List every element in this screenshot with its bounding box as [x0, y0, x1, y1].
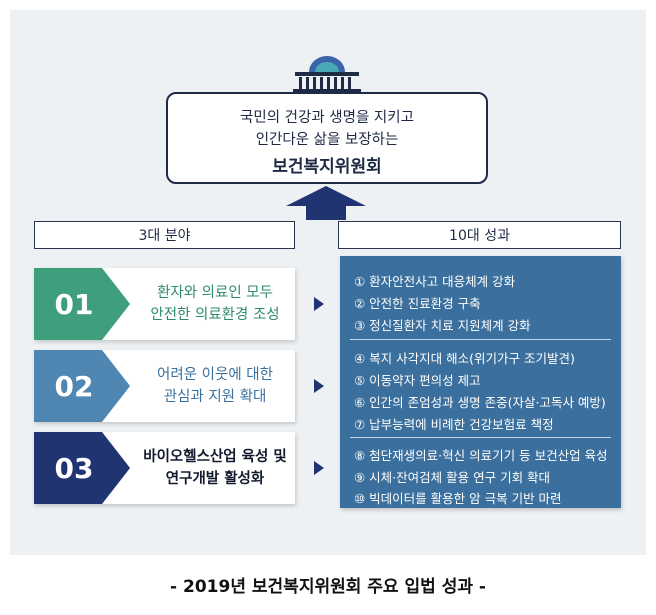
result-item: ⑨ 시체·잔여검체 활용 연구 기회 확대: [354, 470, 551, 485]
field-badge: 03: [34, 432, 134, 504]
field-line-2: 안전한 의료환경 조성: [150, 307, 280, 323]
field-text: 바이오헬스산업 육성 및 연구개발 활성화: [140, 446, 290, 490]
section-header-fields: 3대 분야: [34, 221, 295, 249]
field-number: 03: [54, 451, 94, 485]
field-line-2: 관심과 지원 확대: [163, 389, 267, 405]
result-item: ① 환자안전사고 대응체계 강화: [354, 274, 516, 289]
field-card-01: 01 환자와 의료인 모두 안전한 의료환경 조성: [34, 268, 295, 340]
result-item: ⑧ 첨단재생의료·혁신 의료기기 등 보건산업 육성: [354, 448, 608, 463]
triangle-right-icon: [314, 379, 324, 393]
result-item: ⑤ 이동약자 편의성 제고: [354, 373, 481, 388]
field-card-02: 02 어려운 이웃에 대한 관심과 지원 확대: [34, 350, 295, 422]
field-number: 01: [54, 287, 94, 321]
results-divider: [350, 339, 611, 340]
field-line-2: 연구개발 활성화: [165, 471, 265, 487]
section-header-results: 10대 성과: [338, 221, 621, 249]
national-assembly-building-icon: [293, 56, 361, 93]
results-divider: [350, 437, 611, 438]
result-item: ⑩ 빅데이터를 활용한 암 극복 기반 마련: [354, 491, 562, 506]
field-badge: 01: [34, 268, 134, 340]
field-text: 환자와 의료인 모두 안전한 의료환경 조성: [140, 282, 290, 326]
mission-box: 국민의 건강과 생명을 지키고 인간다운 삶을 보장하는 보건복지위원회: [166, 92, 488, 184]
triangle-right-icon: [314, 297, 324, 311]
up-arrow-icon: [286, 186, 366, 220]
results-panel: ① 환자안전사고 대응체계 강화 ② 안전한 진료환경 구축 ③ 정신질환자 치…: [340, 256, 621, 508]
field-line-1: 환자와 의료인 모두: [157, 285, 273, 301]
triangle-right-icon: [314, 461, 324, 475]
field-number: 02: [54, 369, 94, 403]
mission-line-1: 국민의 건강과 생명을 지키고: [240, 110, 414, 126]
mission-title: 보건복지위원회: [272, 157, 382, 177]
field-card-03: 03 바이오헬스산업 육성 및 연구개발 활성화: [34, 432, 295, 504]
field-line-1: 바이오헬스산업 육성 및: [143, 449, 287, 465]
mission-line-2: 인간다운 삶을 보장하는: [255, 132, 399, 148]
result-item: ② 안전한 진료환경 구축: [354, 296, 481, 311]
result-item: ⑦ 납부능력에 비례한 건강보험료 책정: [354, 417, 554, 432]
field-text: 어려운 이웃에 대한 관심과 지원 확대: [140, 364, 290, 408]
result-item: ③ 정신질환자 치료 지원체계 강화: [354, 318, 531, 333]
field-badge: 02: [34, 350, 134, 422]
result-item: ④ 복지 사각지대 해소(위기가구 조기발견): [354, 351, 575, 366]
figure-caption: - 2019년 보건복지위원회 주요 입법 성과 -: [170, 577, 486, 597]
field-line-1: 어려운 이웃에 대한: [157, 367, 273, 383]
result-item: ⑥ 인간의 존엄성과 생명 존중(자살·고독사 예방): [354, 395, 606, 410]
